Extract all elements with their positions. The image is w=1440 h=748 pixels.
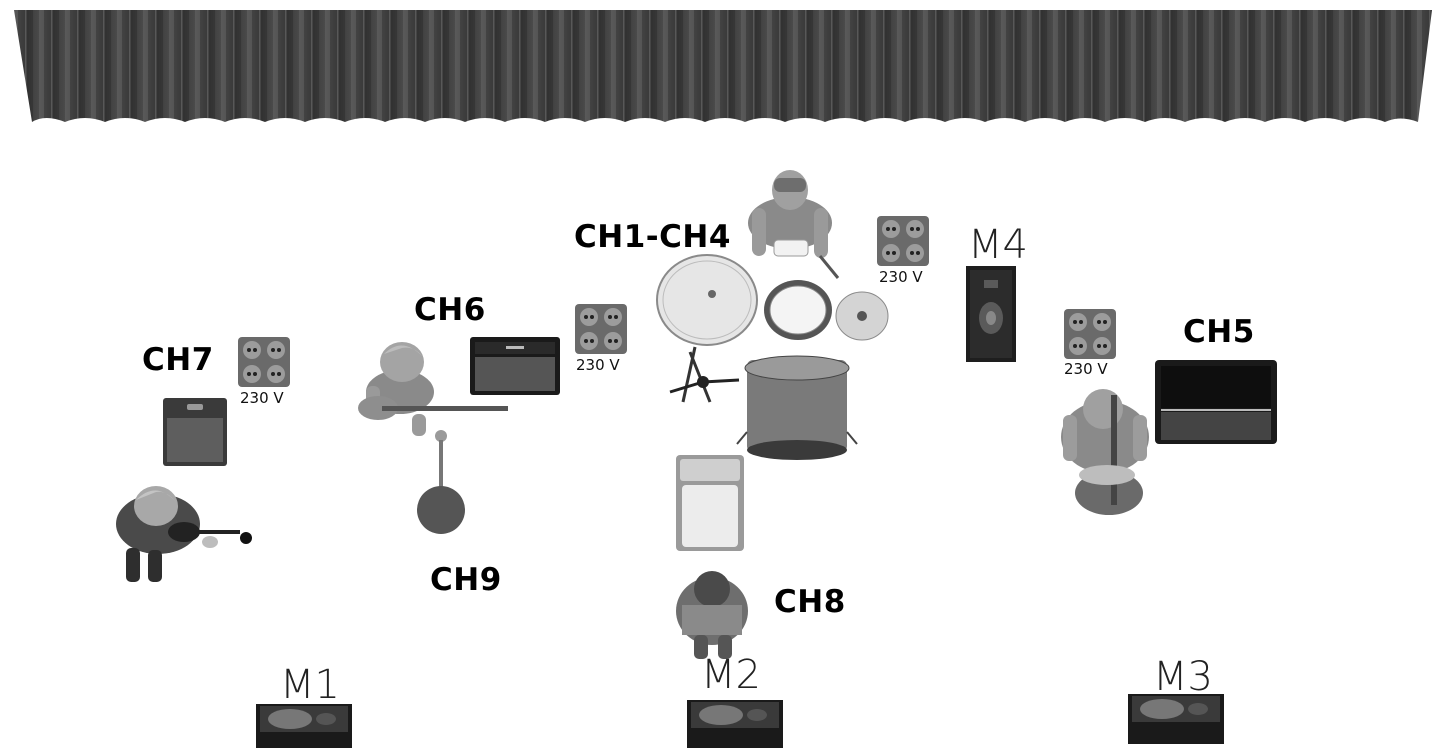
bass-amp-icon: [1155, 360, 1277, 444]
voltage-label-drums: 230 V: [879, 268, 923, 286]
channel-label-guitar: CH6: [414, 292, 486, 328]
power-outlet-icon: [575, 304, 627, 354]
monitor-label-m2: M2: [701, 652, 761, 698]
power-outlet-icon: [877, 216, 929, 266]
channel-label-violin: CH7: [142, 342, 214, 378]
stage-curtain-icon: [0, 0, 1440, 130]
floor-wedge-icon: [256, 704, 352, 748]
floor-wedge-icon: [687, 700, 783, 748]
chair-icon: [676, 455, 744, 551]
bassist-icon: [1055, 375, 1165, 519]
channel-label-vocal-mic: CH9: [430, 562, 502, 598]
floor-wedge-icon: [1128, 694, 1224, 744]
mic-stand-icon: [416, 428, 466, 536]
monitor-label-m4: M4: [968, 222, 1028, 268]
channel-label-bass: CH5: [1183, 314, 1255, 350]
channel-label-seated-instrument: CH8: [774, 584, 846, 620]
drum-kit-icon: [655, 252, 895, 464]
power-outlet-icon: [1064, 309, 1116, 359]
monitor-label-m1: M1: [280, 662, 340, 708]
seated-player-icon: [672, 565, 754, 661]
side-fill-speaker-icon: [966, 266, 1016, 362]
guitar-amp-icon: [470, 337, 560, 395]
power-outlet-icon: [238, 337, 290, 387]
violinist-icon: [100, 476, 256, 584]
voltage-label-violin: 230 V: [240, 389, 284, 407]
channel-label-drums: CH1-CH4: [574, 219, 731, 255]
voltage-label-guitar: 230 V: [576, 356, 620, 374]
violin-amp-icon: [163, 398, 227, 466]
